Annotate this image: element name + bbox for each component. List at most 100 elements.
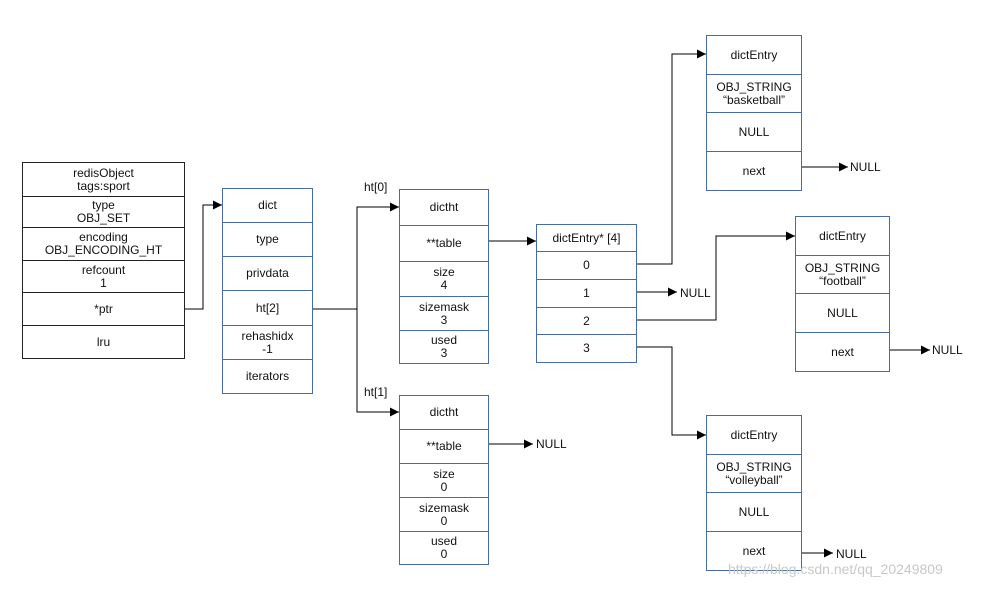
cell-text: ht[2] (255, 300, 280, 315)
cell-text: dict (258, 198, 277, 212)
cell-text: dictht (429, 405, 459, 419)
cell-text: NULL (827, 305, 858, 320)
cell-text: OBJ_SET (76, 211, 131, 225)
dict-row: dict (222, 188, 313, 223)
dict-box: dict type privdata ht[2] rehashidx-1 iterator… (222, 188, 313, 394)
dict-row: type (222, 222, 313, 257)
cell-text: dictEntry (819, 228, 866, 243)
ht1-table-null-label: NULL (536, 437, 567, 451)
entry-football-row: next (795, 332, 890, 372)
arrow-slot2-to-football (637, 231, 795, 321)
table-array-row: 3 (536, 334, 637, 363)
cell-text: 3 (583, 341, 590, 355)
arrow-ptr-to-dict (185, 200, 222, 310)
table-array-row: 1 (536, 279, 637, 308)
entry-football-row: dictEntry (795, 216, 890, 256)
redis-object-row: lru (22, 325, 185, 359)
cell-text: next (831, 344, 854, 359)
ht0-row: dictht (399, 189, 489, 226)
cell-text: 0 (583, 258, 590, 272)
dict-entry-array-box: dictEntry* [4] 0 1 2 3 (536, 224, 637, 363)
slot1-null-label: NULL (680, 286, 711, 300)
watermark: https://blog.csdn.net/qq_20249809 (728, 561, 943, 577)
redis-object-row: *ptr (22, 292, 185, 326)
cell-text: next (742, 543, 766, 558)
entry-football-row: NULL (795, 293, 890, 333)
arrow-slot0-to-basketball (637, 49, 706, 265)
cell-text: sizemask (418, 299, 469, 314)
table-array-row: 2 (536, 307, 637, 335)
cell-text: type (92, 198, 115, 212)
cell-text: size (433, 265, 455, 279)
cell-text: dictht (429, 200, 459, 214)
entry-volleyball-row: dictEntry (706, 415, 802, 455)
cell-text: dictEntry (730, 47, 778, 62)
basketball-next-null-label: NULL (850, 160, 881, 174)
cell-text: lru (96, 334, 111, 349)
entry-volleyball-row: next (706, 531, 802, 571)
volleyball-next-null-label: NULL (836, 547, 867, 561)
cell-text: “basketball” (722, 92, 786, 107)
cell-text: 3 (440, 312, 448, 327)
cell-text: used (430, 333, 458, 347)
cell-text: 3 (440, 346, 448, 360)
ht0-label: ht[0] (364, 180, 388, 194)
cell-text: tags:sport (77, 178, 130, 193)
cell-text: iterators (245, 369, 290, 383)
cell-text: refcount (81, 262, 126, 277)
cell-text: redisObject (73, 165, 134, 180)
dict-row: privdata (222, 256, 313, 291)
ht0-row: **table (399, 225, 489, 262)
cell-text: 2 (583, 313, 590, 328)
dict-row: rehashidx-1 (222, 325, 313, 360)
entry-basketball-row: dictEntry (706, 35, 802, 75)
cell-text: sizemask (418, 500, 469, 515)
table-array-row: dictEntry* [4] (536, 224, 637, 252)
arrow-slot3-to-volleyball (637, 346, 706, 440)
cell-text: used (430, 534, 458, 548)
ht1-row: dictht (399, 395, 489, 430)
cell-text: next (742, 163, 766, 178)
cell-text: type (256, 232, 279, 246)
cell-text: 1 (100, 275, 107, 290)
cell-text: dictEntry* [4] (552, 230, 621, 245)
cell-text: privdata (246, 266, 289, 280)
arrow-ht2-to-ht1 (356, 309, 399, 417)
cell-text: 0 (440, 547, 448, 561)
cell-text: OBJ_STRING (804, 260, 881, 275)
entry-football-row: OBJ_STRING“football” (795, 255, 890, 294)
cell-text: size (433, 466, 455, 481)
cell-text: 0 (440, 479, 448, 494)
football-next-null-label: NULL (932, 343, 963, 357)
cell-text: “football” (819, 273, 866, 288)
ht1-row: **table (399, 429, 489, 464)
cell-text: dictEntry (730, 427, 778, 442)
cell-text: “volleyball” (725, 472, 783, 487)
entry-basketball-row: OBJ_STRING“basketball” (706, 74, 802, 113)
cell-text: OBJ_ENCODING_HT (44, 243, 163, 257)
cell-text: **table (426, 439, 462, 453)
arrow-ht2-to-ht0 (313, 202, 399, 310)
cell-text: OBJ_STRING (716, 459, 792, 474)
cell-text: rehashidx (241, 328, 294, 343)
cell-text: NULL (738, 124, 770, 139)
cell-text: 0 (440, 513, 448, 528)
ht1-label: ht[1] (364, 385, 388, 399)
table-array-row: 0 (536, 251, 637, 280)
